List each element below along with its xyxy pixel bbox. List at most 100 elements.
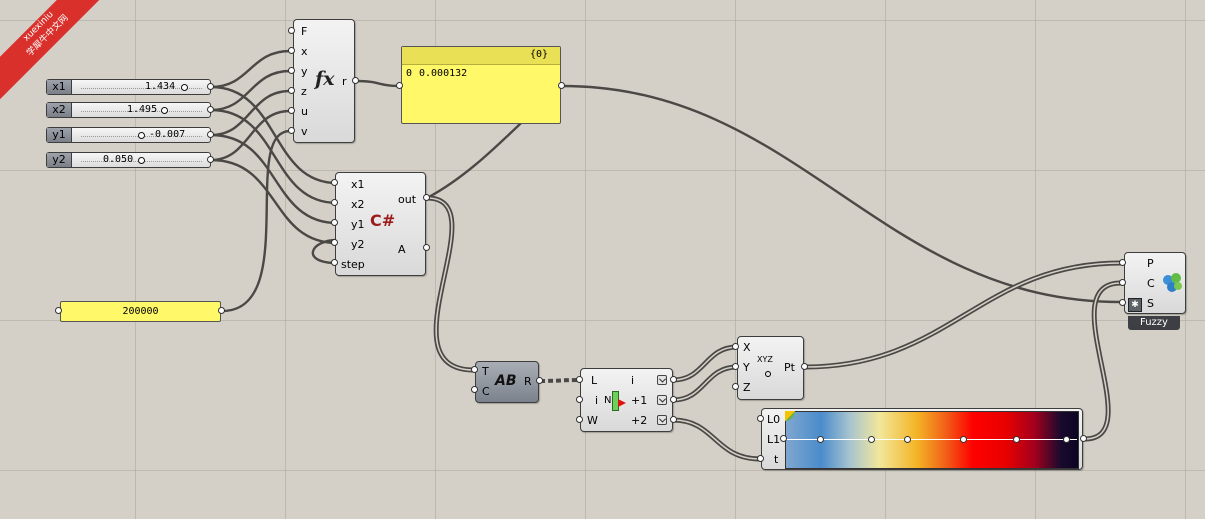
- split-input-c: C: [482, 385, 490, 398]
- expr-output-r: r: [342, 75, 347, 88]
- gradient-port-t[interactable]: [757, 455, 764, 462]
- gradient-input-l1: L1: [767, 433, 781, 446]
- text-split-component[interactable]: T C AB R: [475, 361, 539, 403]
- fuzzy-port-c[interactable]: [1119, 279, 1126, 286]
- settings-icon[interactable]: ✱: [1128, 298, 1142, 312]
- shift-port-out-i[interactable]: [670, 376, 677, 383]
- fuzzy-port-s[interactable]: [1119, 299, 1126, 306]
- gradient-port-l0[interactable]: [757, 415, 764, 422]
- pt-output: Pt: [784, 361, 795, 374]
- cs-port-a[interactable]: [423, 244, 430, 251]
- step-value: 200000: [122, 306, 159, 317]
- shift-port-w[interactable]: [576, 416, 583, 423]
- gradient-grip[interactable]: [868, 436, 875, 443]
- slider-name: y1: [47, 128, 72, 142]
- split-port-c[interactable]: [471, 386, 478, 393]
- pt-input-z: Z: [743, 381, 751, 394]
- shift-port-i[interactable]: [576, 396, 583, 403]
- cs-port-x1[interactable]: [331, 179, 338, 186]
- gradient-bar[interactable]: [785, 411, 1079, 469]
- slider-y1-output[interactable]: [207, 131, 214, 138]
- split-input-t: T: [482, 365, 489, 378]
- wire-y1-to-expr-z: [209, 89, 292, 137]
- wire-panel-to-fuzzy-s: [560, 84, 1123, 304]
- gradient-grip[interactable]: [817, 436, 824, 443]
- gradient-input-t: t: [774, 453, 779, 466]
- expr-input-x: x: [301, 45, 308, 58]
- expr-port-v[interactable]: [288, 127, 295, 134]
- pt-input-y: Y: [743, 361, 750, 374]
- gradient-grip[interactable]: [960, 436, 967, 443]
- expression-component[interactable]: F x y z u v fx r: [293, 19, 355, 143]
- panel-index: 0: [406, 68, 413, 79]
- shift-port-l[interactable]: [576, 376, 583, 383]
- expr-port-f[interactable]: [288, 27, 295, 34]
- step-panel[interactable]: 200000: [60, 301, 221, 322]
- arrow-right-icon: [618, 399, 626, 407]
- pt-port-z[interactable]: [732, 383, 739, 390]
- cs-port-step[interactable]: [331, 259, 338, 266]
- slider-x2-output[interactable]: [207, 106, 214, 113]
- wire-y2-to-expr-u: [209, 109, 292, 162]
- slider-x1-output[interactable]: [207, 83, 214, 90]
- cs-port-x2[interactable]: [331, 199, 338, 206]
- expr-port-y[interactable]: [288, 67, 295, 74]
- panel-output-port[interactable]: [558, 82, 565, 89]
- slider-knob[interactable]: [138, 132, 145, 139]
- slider-y2-output[interactable]: [207, 156, 214, 163]
- flatten-2-icon[interactable]: [657, 415, 667, 425]
- shift-port-out-1[interactable]: [670, 396, 677, 403]
- split-port-r[interactable]: [536, 377, 543, 384]
- pt-port-y[interactable]: [732, 363, 739, 370]
- shift-port-out-2[interactable]: [670, 416, 677, 423]
- expr-port-z[interactable]: [288, 87, 295, 94]
- slider-knob[interactable]: [138, 157, 145, 164]
- slider-value: 1.434: [145, 81, 176, 92]
- shift-output-2: +2: [631, 414, 648, 427]
- shift-input-i: i: [595, 394, 599, 407]
- gradient-port-l1[interactable]: [780, 435, 787, 442]
- gradient-grip[interactable]: [904, 436, 911, 443]
- flatten-i-icon[interactable]: [657, 375, 667, 385]
- gradient-port-out[interactable]: [1080, 435, 1087, 442]
- gradient-grip[interactable]: [1063, 436, 1070, 443]
- fuzzy-component[interactable]: P C S ✱: [1124, 252, 1186, 314]
- slider-y2[interactable]: y2 0.050: [46, 152, 211, 168]
- wire-pt-to-fuzzy-p: [802, 260, 1124, 370]
- csharp-icon: C#: [370, 211, 396, 230]
- wire-split-to-shift: [539, 378, 581, 383]
- slider-y1[interactable]: y1 -0.007: [46, 127, 211, 143]
- gradient-component[interactable]: L0 L1 t: [761, 408, 1083, 470]
- expr-input-f: F: [301, 25, 308, 38]
- slider-knob[interactable]: [161, 107, 168, 114]
- cs-port-y1[interactable]: [331, 219, 338, 226]
- expr-port-x[interactable]: [288, 47, 295, 54]
- gradient-grip[interactable]: [1013, 436, 1020, 443]
- wire-y1-to-cs-y1: [209, 133, 339, 225]
- expr-port-r[interactable]: [352, 77, 359, 84]
- csharp-component[interactable]: x1 x2 y1 y2 step C# out A: [335, 172, 426, 276]
- pt-input-x: X: [743, 341, 751, 354]
- split-port-t[interactable]: [471, 366, 478, 373]
- shift-input-l: L: [591, 374, 598, 387]
- slider-x2[interactable]: x2 1.495: [46, 102, 211, 118]
- list-shift-component[interactable]: L i W N i +1 +2: [580, 368, 673, 432]
- slider-name: x2: [47, 103, 72, 117]
- step-panel-input[interactable]: [55, 307, 62, 314]
- expr-port-u[interactable]: [288, 107, 295, 114]
- fuzzy-port-p[interactable]: [1119, 259, 1126, 266]
- slider-value: -0.007: [149, 129, 186, 140]
- shift-output-i: i: [631, 374, 635, 387]
- flatten-1-icon[interactable]: [657, 395, 667, 405]
- step-panel-output[interactable]: [218, 307, 225, 314]
- pt-port-out[interactable]: [801, 363, 808, 370]
- cs-port-y2[interactable]: [331, 239, 338, 246]
- slider-x1[interactable]: x1 1.434: [46, 79, 211, 95]
- result-panel[interactable]: {0} 0 0.000132: [401, 46, 561, 124]
- panel-input-port[interactable]: [396, 82, 403, 89]
- cs-output-a: A: [398, 243, 406, 256]
- cs-port-out[interactable]: [423, 194, 430, 201]
- construct-point-component[interactable]: X Y Z XYZ Pt: [737, 336, 804, 400]
- pt-port-x[interactable]: [732, 343, 739, 350]
- slider-knob[interactable]: [181, 84, 188, 91]
